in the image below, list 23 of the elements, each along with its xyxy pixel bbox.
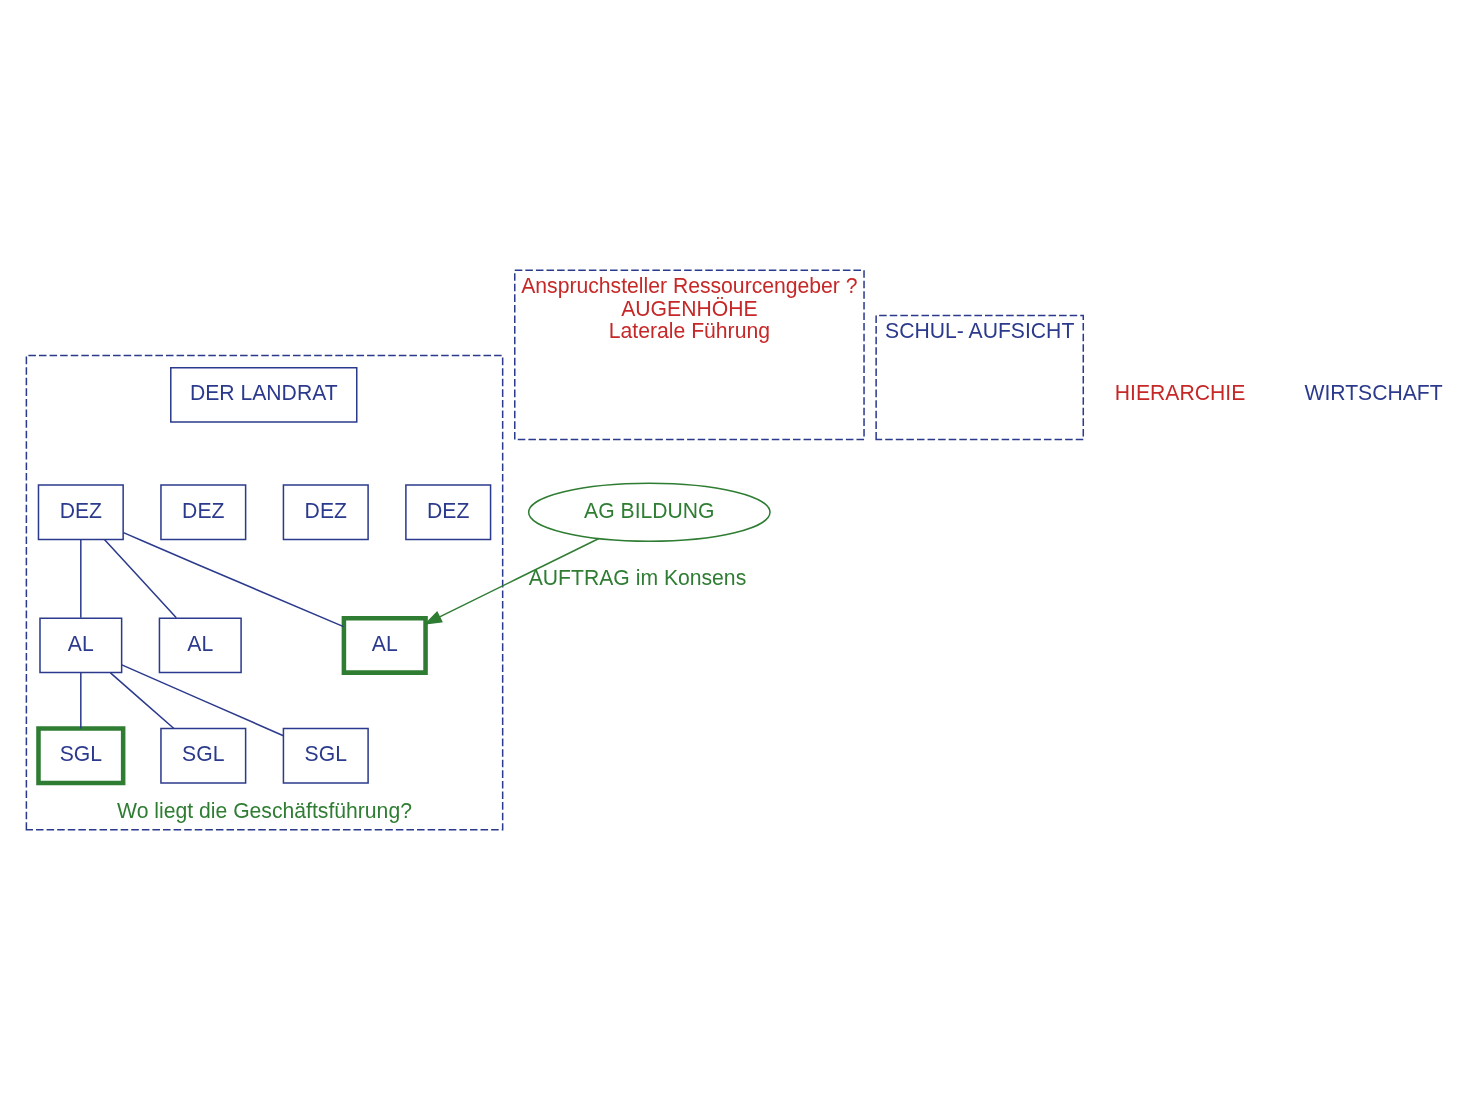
connector xyxy=(121,664,285,737)
node-box: DER LANDRAT xyxy=(170,366,358,423)
node-ellipse: AG BILDUNG xyxy=(527,482,771,542)
edge-label: AUFTRAG im Konsens xyxy=(528,566,747,590)
node-box: SCHUL- AUFSICHT xyxy=(875,314,1085,441)
node-box: DEZ xyxy=(405,484,492,541)
label: HIERARCHIE xyxy=(1114,381,1246,405)
node-box: SGL xyxy=(160,727,247,784)
connector xyxy=(122,531,345,628)
node-box: DEZ xyxy=(37,484,124,541)
connector xyxy=(80,538,82,619)
connector xyxy=(103,538,178,619)
node-box: AL xyxy=(39,617,123,674)
connector xyxy=(109,672,175,730)
label: WIRTSCHAFT xyxy=(1304,381,1443,405)
node-box: DEZ xyxy=(282,484,369,541)
node-box: SGL xyxy=(36,726,126,786)
connector xyxy=(80,672,82,730)
node-box: AL xyxy=(341,615,428,675)
node-box: DEZ xyxy=(160,484,247,541)
node-box: AL xyxy=(158,617,242,674)
node-box: SGL xyxy=(282,727,369,784)
node-box: Anspruchsteller Ressourcengeber ? AUGENHÖHE Laterale Führung xyxy=(514,269,865,441)
